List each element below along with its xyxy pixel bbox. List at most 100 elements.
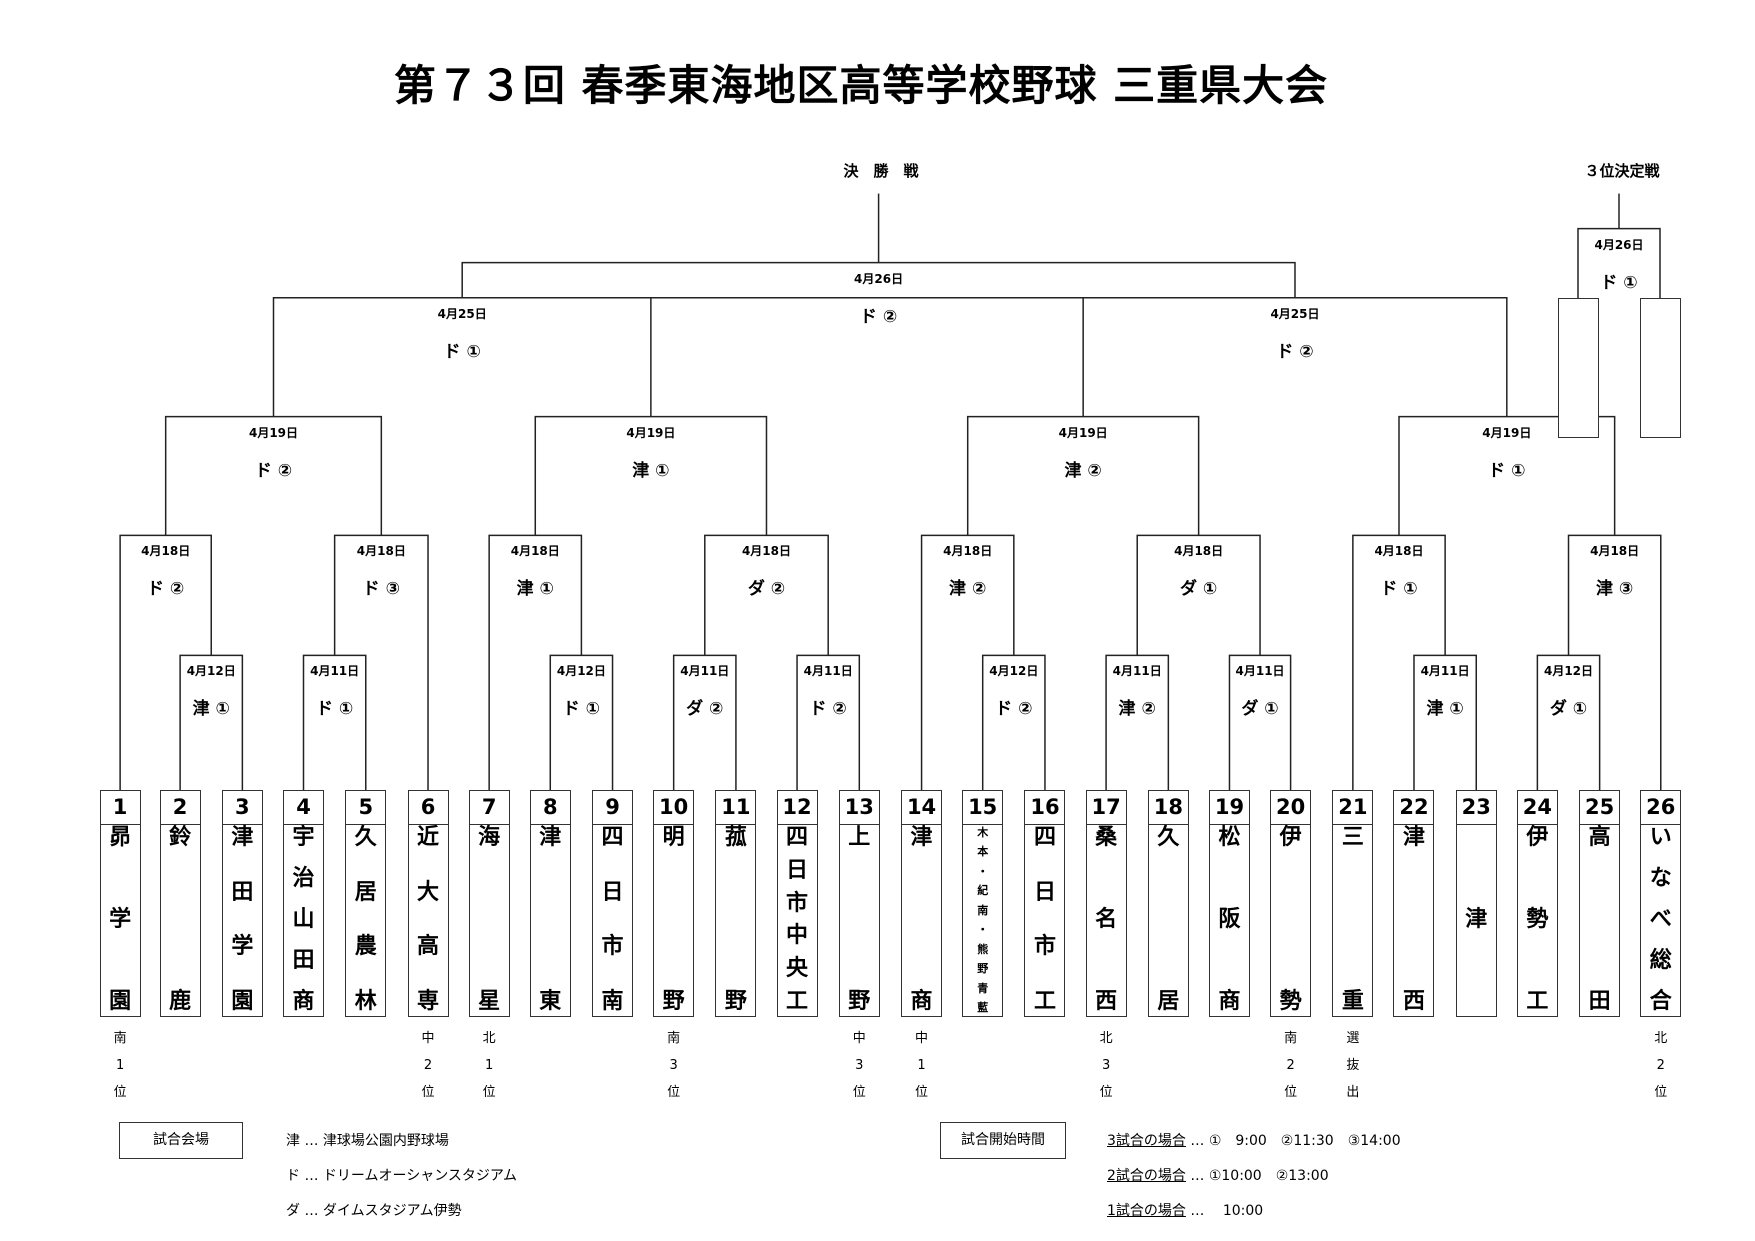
team-name-char: 上 <box>848 825 871 850</box>
team-name-char: 専 <box>417 988 440 1014</box>
team-name: 高田 <box>1580 826 1619 1014</box>
team-note: 北 <box>1654 1031 1668 1046</box>
team-note: 南 <box>1284 1031 1298 1046</box>
team-name-char: 四 <box>1033 825 1056 850</box>
team-number: 4 <box>284 791 323 825</box>
team-name-char: 商 <box>910 989 933 1014</box>
team-name-char: 伊 <box>1279 825 1302 850</box>
team-name-char: 菰 <box>724 825 747 850</box>
team-name-char: 工 <box>1033 988 1056 1014</box>
team-name-char: 海 <box>478 825 501 850</box>
team-note: 3 <box>1101 1058 1111 1073</box>
team-note: 出 <box>1346 1085 1360 1100</box>
team-name-char: 津 <box>1465 907 1488 932</box>
round1-match-date: 4月12日 <box>556 664 606 679</box>
team-name-char: 近 <box>417 825 440 850</box>
team-name-char: 商 <box>1218 989 1241 1014</box>
team-name-char: 田 <box>1588 989 1611 1014</box>
team-name-char: 市 <box>786 890 809 916</box>
round2-match-date: 4月18日 <box>943 544 993 559</box>
team-name: 木本・紀南・熊野青藍 <box>963 826 1002 1014</box>
round1-match-venue: ド ① <box>315 699 354 720</box>
team-number: 8 <box>530 791 570 825</box>
team-number: 6 <box>408 791 448 825</box>
round2-match-venue: ド ① <box>1380 579 1418 600</box>
team-name: 桑名西 <box>1087 826 1126 1014</box>
team-name-char: 央 <box>786 956 809 982</box>
team-name-char: 居 <box>354 879 377 905</box>
third-place-slot-2 <box>1640 298 1681 438</box>
team-name-char: 鈴 <box>169 825 192 850</box>
team-note: 位 <box>421 1085 435 1100</box>
round1-match-venue: ド ② <box>809 699 847 720</box>
team-name-char: 野 <box>724 989 747 1014</box>
team-name-char: 大 <box>417 879 440 905</box>
team-name-char: 工 <box>786 988 809 1014</box>
semifinal-match-venue: ド ② <box>1276 341 1314 362</box>
quarterfinal-match-date: 4月19日 <box>626 425 676 440</box>
third-place-header: ３位決定戦 <box>1584 162 1660 180</box>
team-name-char: 勢 <box>1279 989 1302 1014</box>
team-name-char: 津 <box>1402 825 1425 850</box>
team-name-char: 居 <box>1157 989 1180 1014</box>
round1-match-date: 4月11日 <box>1112 664 1162 679</box>
team-name-char: ・ <box>977 864 989 878</box>
team-number: 17 <box>1086 791 1126 825</box>
team-number: 20 <box>1271 791 1311 825</box>
team-name-char: 津 <box>231 825 254 850</box>
case-label: 3試合の場合 <box>1107 1133 1186 1149</box>
team-number: 2 <box>160 791 200 825</box>
quarterfinal-match-venue: 津 ② <box>1064 460 1102 481</box>
round2-match-venue: ド ② <box>147 579 185 600</box>
venue-legend-do: ド … ドリームオーシャンスタジアム <box>286 1168 517 1184</box>
team-name-char: 園 <box>231 988 254 1014</box>
team-note: 位 <box>667 1085 681 1100</box>
team-number: 18 <box>1148 791 1188 825</box>
team-name: 近大高専 <box>409 826 448 1014</box>
team-name-char: 園 <box>109 989 132 1014</box>
round1-match-venue: ダ ② <box>686 699 724 720</box>
team-note: 位 <box>1099 1085 1113 1100</box>
team-name-char: 津 <box>539 825 562 850</box>
team-note: 位 <box>915 1085 929 1100</box>
team-note: 位 <box>1284 1085 1298 1100</box>
team-name-char: 東 <box>539 989 562 1014</box>
round1-match-venue: 津 ② <box>1118 699 1156 720</box>
team-name-char: 日 <box>786 857 809 883</box>
team-name-char: 商 <box>292 989 315 1014</box>
team-name-char: 松 <box>1218 825 1241 850</box>
round2-match-venue: ダ ② <box>747 579 786 600</box>
team-note: 南 <box>113 1031 127 1046</box>
round2-match-venue: ド ③ <box>362 579 400 600</box>
team-name-char: 西 <box>1095 989 1118 1014</box>
team-name-char: 野 <box>662 989 685 1014</box>
team-name: 四日市工 <box>1025 826 1064 1014</box>
team-name-char: 治 <box>292 866 315 891</box>
team-name: 昴学園 <box>101 826 140 1014</box>
team-name-char: べ <box>1649 907 1672 932</box>
round2-match-venue: 津 ③ <box>1595 579 1634 600</box>
round1-match-venue: ド ② <box>995 699 1033 720</box>
team-name-char: 昴 <box>109 825 132 850</box>
team-name-char: 木 <box>977 826 989 839</box>
team-name-char: 四 <box>601 825 624 850</box>
team-note: 位 <box>852 1085 866 1100</box>
team-name-char: 明 <box>662 825 685 850</box>
team-name-char: 農 <box>354 934 377 960</box>
team-name: 明野 <box>654 826 693 1014</box>
team-name-char: 四 <box>786 825 809 850</box>
time-legend-label: 試合開始時間 <box>940 1122 1066 1159</box>
time-legend-3games: 3試合の場合 … ① 9:00 ②11:30 ③14:00 <box>1107 1130 1401 1150</box>
case-label: 1試合の場合 <box>1107 1203 1186 1219</box>
